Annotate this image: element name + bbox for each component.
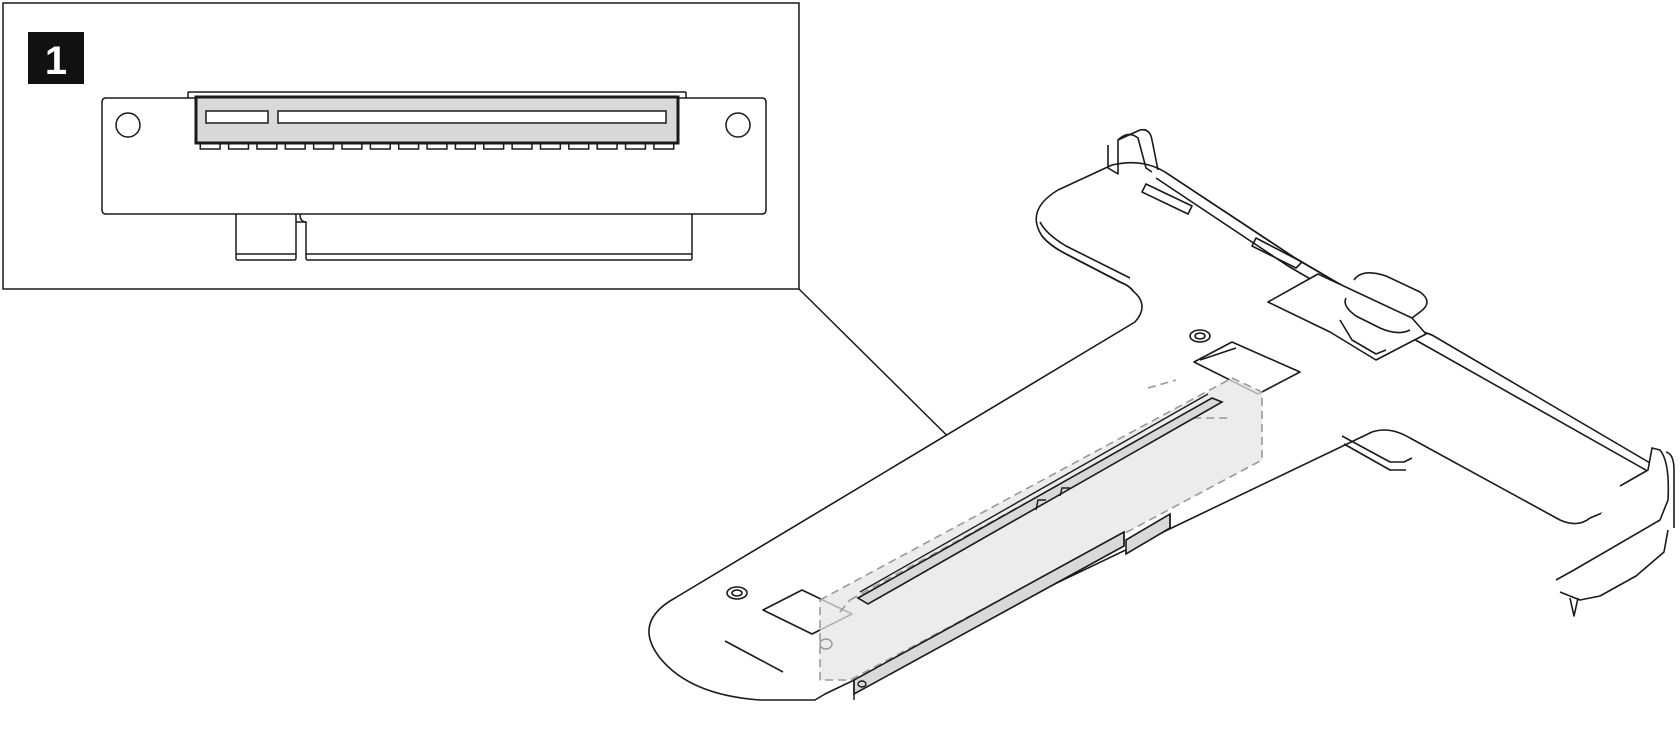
callout-number: 1 [45,39,67,83]
screw-hole-top [1189,329,1211,343]
card-slot [856,397,1224,605]
screw-hole-front [726,586,748,600]
callout-badge: 1 [28,32,84,84]
slot-key-long [277,110,667,124]
slot-key-short [205,110,269,124]
mounting-hole-right [725,112,751,138]
mounting-hole-left [115,112,141,138]
detail-inset: 1 [2,2,800,290]
riser-bracket [648,128,1675,701]
card-highlight-fill [819,377,1263,681]
center-clip [1267,273,1427,361]
rear-latch-left [1107,133,1153,175]
slot-pins [196,142,678,150]
slot-pin-row [196,142,678,150]
riser-card-highlight [819,377,1263,700]
front-latch [1555,447,1670,581]
back-wall [1041,235,1134,292]
pcie-slot [194,95,680,150]
